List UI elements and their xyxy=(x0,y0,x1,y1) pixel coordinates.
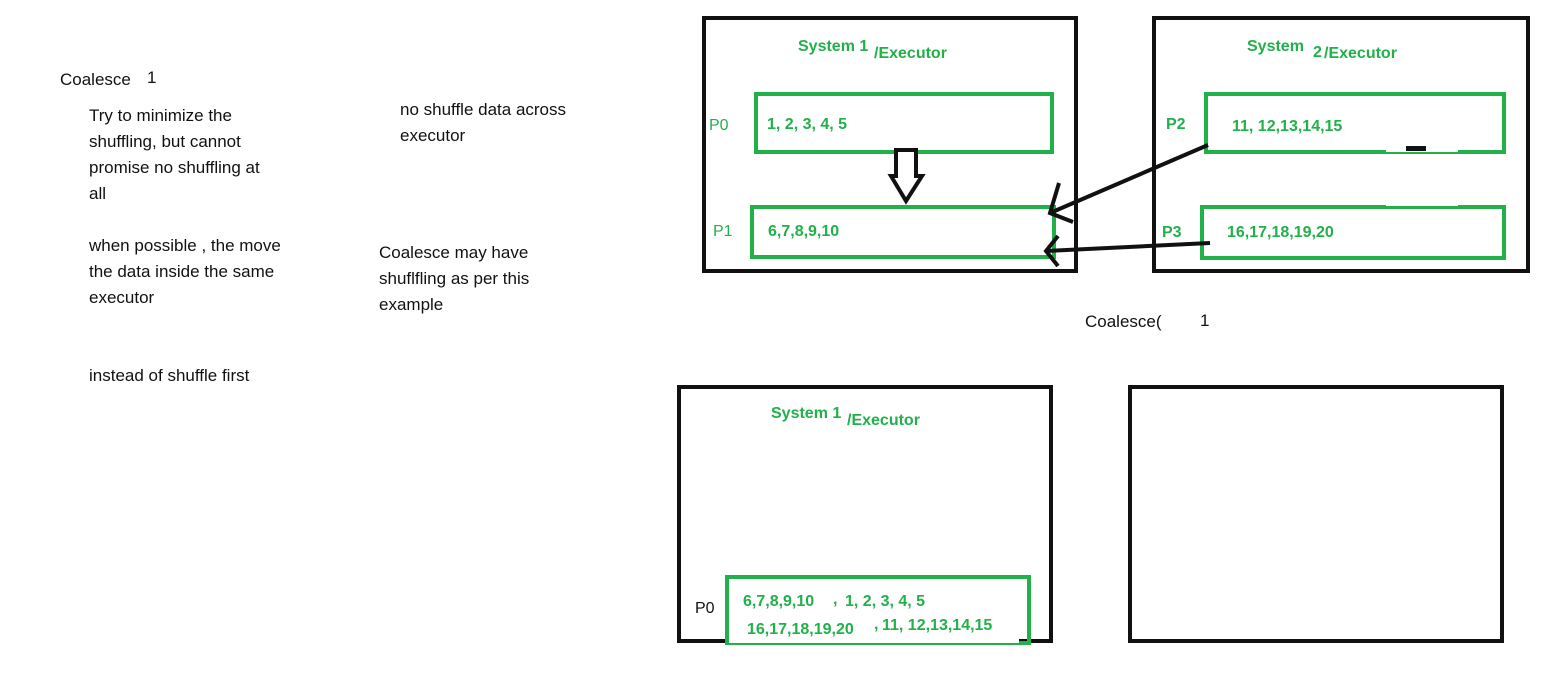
arrow-p3-to-p1-head xyxy=(1043,234,1060,268)
partition-p3-values: 16,17,18,19,20 xyxy=(1227,224,1334,241)
stray-mark-white xyxy=(1386,202,1458,206)
coalesce-call-arg: 1 xyxy=(1200,311,1210,330)
down-arrow-icon xyxy=(887,148,926,205)
arrow-p3-to-p1 xyxy=(1045,241,1211,253)
result-partition-p0: 6,7,8,9,10 , 1, 2, 3, 4, 5 16,17,18,19,2… xyxy=(725,575,1031,645)
note-instead: instead of shuffle first xyxy=(89,366,250,385)
system2-box: System 2 /Executor P2 11, 12,13,14,15 P3… xyxy=(1152,16,1530,273)
partition-label-p0: P0 xyxy=(709,117,729,134)
result-system-title: System 1 xyxy=(771,405,842,422)
partition-p1: 6,7,8,9,10 xyxy=(750,205,1056,259)
arrow-p2-to-p1-head xyxy=(1047,182,1074,224)
partition-p2-values: 11, 12,13,14,15 xyxy=(1232,118,1343,135)
system2-executor-suffix: /Executor xyxy=(1324,45,1397,62)
result-system-executor-suffix: /Executor xyxy=(847,412,920,429)
stray-mark-dark xyxy=(1406,146,1426,151)
result-line2-part-a: 16,17,18,19,20 xyxy=(747,621,854,638)
system1-box: System 1 /Executor P0 1, 2, 3, 4, 5 P1 6… xyxy=(702,16,1078,273)
partition-label-p1: P1 xyxy=(713,223,733,240)
partition-p1-values: 6,7,8,9,10 xyxy=(768,223,840,240)
system2-title: System xyxy=(1247,38,1304,55)
result-line1-part-a: 6,7,8,9,10 xyxy=(743,593,815,610)
system2-title-number: 2 xyxy=(1313,44,1322,61)
result-system-box: System 1 /Executor P0 6,7,8,9,10 , 1, 2,… xyxy=(677,385,1053,645)
result-line2-separator: , xyxy=(874,616,879,633)
note-no-shuffle: no shuffle data across executor xyxy=(400,100,567,145)
partition-p2: 11, 12,13,14,15 xyxy=(1204,92,1506,154)
coalesce-heading-number: 1 xyxy=(147,68,157,87)
result-line1-separator: , xyxy=(833,591,838,608)
partition-p0-values: 1, 2, 3, 4, 5 xyxy=(767,116,848,133)
result-line2-part-b: 11, 12,13,14,15 xyxy=(882,617,993,634)
result-partition-label-p0: P0 xyxy=(695,600,715,617)
coalesce-heading: Coalesce xyxy=(60,70,131,89)
partition-label-p2: P2 xyxy=(1166,116,1186,133)
partition-label-p3: P3 xyxy=(1162,224,1182,241)
empty-system-box xyxy=(1128,385,1504,643)
note-try-minimize: Try to minimize the shuffling, but canno… xyxy=(89,106,260,203)
system1-title: System 1 xyxy=(798,38,869,55)
note-when-possible: when possible , the move the data inside… xyxy=(89,236,281,307)
result-line1-part-b: 1, 2, 3, 4, 5 xyxy=(845,593,926,610)
note-may-have-shuffling: Coalesce may have shuflfling as per this… xyxy=(379,243,530,314)
partition-p3: 16,17,18,19,20 xyxy=(1200,205,1506,260)
coalesce-call-label: Coalesce( xyxy=(1085,312,1162,331)
system1-executor-suffix: /Executor xyxy=(874,45,947,62)
arrow-p2-to-p1 xyxy=(1049,143,1209,215)
result-line2-background xyxy=(729,609,1019,643)
